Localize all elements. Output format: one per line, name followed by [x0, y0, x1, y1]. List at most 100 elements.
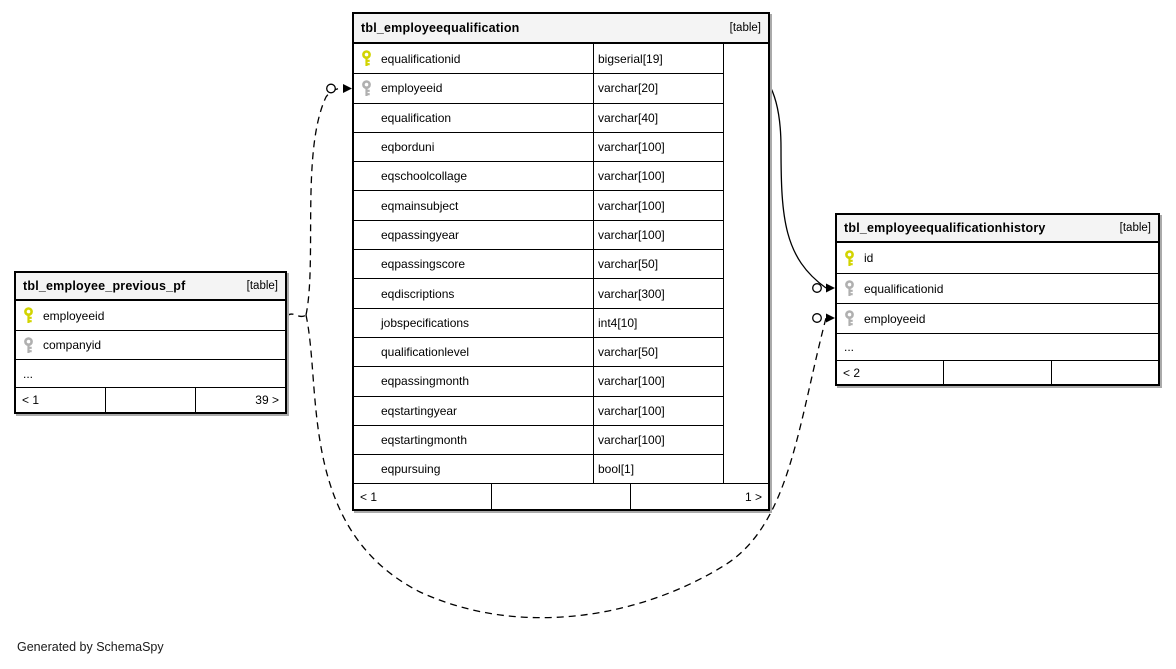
column-name: eqpassingyear	[381, 227, 460, 242]
connector-circle	[326, 83, 336, 94]
column-type: varchar[300]	[593, 279, 723, 308]
column-name-cell: eqstartingyear	[354, 397, 593, 425]
column-row: jobspecifications int4[10]	[354, 307, 723, 337]
column-type: varchar[50]	[593, 337, 723, 367]
column-name-cell: employeeid	[16, 301, 285, 330]
column-name-cell: eqdiscriptions	[354, 279, 593, 307]
column-name-cell: eqborduni	[354, 133, 593, 161]
column-type: varchar[50]	[593, 250, 723, 279]
table-node-tbl_employeequalificationhistory[interactable]: tbl_employeequalificationhistory [table] i…	[835, 213, 1160, 386]
table-title: tbl_employee_previous_pf	[23, 279, 186, 293]
column-type: bigserial[19]	[593, 44, 723, 74]
table-title: tbl_employeequalificationhistory	[844, 221, 1046, 235]
table-title: tbl_employeequalification	[361, 21, 520, 35]
pager-cell	[1050, 361, 1158, 384]
generated-by-label: Generated by SchemaSpy	[17, 640, 164, 654]
column-name-cell: jobspecifications	[354, 309, 593, 337]
relationship-dashed-to-qualification	[305, 87, 344, 316]
column-name: equalificationid	[864, 281, 944, 296]
connector-circle	[812, 313, 822, 323]
primary-key-icon	[23, 307, 43, 324]
column-name: id	[864, 251, 874, 265]
column-row: equalificationid	[837, 273, 1158, 303]
column-name-cell: eqschoolcollage	[354, 162, 593, 190]
table-body: equalificationid bigserial[19] employeeid v…	[354, 44, 768, 484]
connector-arrow	[826, 283, 835, 293]
column-type: varchar[100]	[593, 162, 723, 191]
column-name: employeeid	[43, 308, 105, 323]
connector-arrow	[826, 313, 835, 323]
column-row: employeeid	[837, 303, 1158, 333]
pager-cell	[105, 388, 195, 412]
column-type: int4[10]	[593, 308, 723, 337]
pager-cell	[491, 484, 629, 510]
pager-cell: < 1	[360, 489, 378, 504]
table-rows: id equalificationid employeeid	[837, 243, 1158, 333]
column-name: eqschoolcollage	[381, 169, 468, 184]
table-tag: [table]	[729, 22, 761, 34]
column-name-cell: eqpassingscore	[354, 250, 593, 278]
column-name-cell: eqpursuing	[354, 455, 593, 483]
column-row: eqschoolcollage varchar[100]	[354, 161, 723, 191]
column-name: qualificationlevel	[381, 345, 470, 360]
column-name: jobspecifications	[381, 315, 470, 330]
column-type: varchar[100]	[593, 396, 723, 425]
connector-arrow	[343, 84, 352, 93]
column-name: eqpursuing	[381, 462, 441, 477]
column-name-cell: employeeid	[354, 74, 593, 102]
column-row: employeeid varchar[20]	[354, 73, 723, 103]
column-name: companyid	[43, 338, 102, 352]
foreign-key-icon	[844, 310, 864, 327]
foreign-key-icon	[844, 280, 864, 297]
table-body: id equalificationid employeeid	[837, 243, 1158, 333]
column-name-cell: equalification	[354, 104, 593, 132]
column-name: eqdiscriptions	[381, 286, 455, 301]
column-row: eqstartingyear varchar[100]	[354, 395, 723, 425]
foreign-key-icon	[361, 80, 381, 97]
column-name: employeeid	[381, 81, 443, 96]
column-name: eqstartingyear	[381, 403, 458, 418]
column-row: equalificationid bigserial[19]	[354, 44, 723, 74]
column-row: qualificationlevel varchar[50]	[354, 336, 723, 367]
table-rows: equalificationid bigserial[19] employeeid v…	[354, 44, 723, 484]
column-name: eqborduni	[381, 140, 435, 155]
column-name-cell: eqpassingyear	[354, 221, 593, 249]
column-row: eqpassingscore varchar[50]	[354, 249, 723, 279]
column-row: companyid	[16, 330, 285, 359]
column-name-cell: eqstartingmonth	[354, 426, 593, 454]
pager-cell: 39 >	[195, 388, 285, 412]
ellipsis-row: ...	[837, 333, 1158, 360]
column-name-cell: eqpassingmonth	[354, 367, 593, 395]
column-row: eqdiscriptions varchar[300]	[354, 278, 723, 308]
table-header: tbl_employeequalification [table]	[354, 14, 768, 44]
table-rows: employeeid companyid	[16, 301, 285, 359]
ellipsis-row: ...	[16, 359, 285, 387]
column-row: eqmainsubject varchar[100]	[354, 190, 723, 220]
column-name: eqpassingscore	[381, 257, 466, 272]
column-name: equalificationid	[381, 51, 461, 66]
column-type: varchar[40]	[593, 103, 723, 132]
relationship-dashed-stub	[286, 313, 307, 318]
table-tag: [table]	[246, 280, 278, 292]
column-name: eqmainsubject	[381, 198, 459, 213]
table-header: tbl_employee_previous_pf [table]	[16, 273, 285, 301]
table-node-tbl_employee_previous_pf[interactable]: tbl_employee_previous_pf [table] employeei…	[14, 271, 287, 414]
foreign-key-icon	[23, 336, 43, 354]
pager-cell	[943, 361, 1050, 384]
column-type: varchar[100]	[593, 425, 723, 455]
column-type: varchar[100]	[593, 367, 723, 396]
table-header: tbl_employeequalificationhistory [table]	[837, 215, 1158, 243]
column-type: varchar[100]	[593, 191, 723, 220]
relationship-column	[723, 44, 768, 484]
pager-cell: 1 >	[629, 484, 768, 510]
table-node-tbl_employeequalification[interactable]: tbl_employeequalification [table] equalifi…	[352, 12, 770, 512]
table-tag: [table]	[1119, 222, 1151, 234]
column-type: varchar[20]	[593, 74, 723, 103]
